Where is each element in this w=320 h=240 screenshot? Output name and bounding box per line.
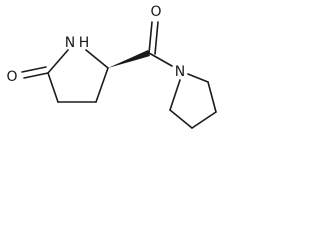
- stereo-wedge-bond: [108, 50, 150, 68]
- bond-amide-c-o-double-1: [148, 21, 153, 54]
- bond-amide-c-n: [148, 52, 173, 67]
- bond-amide-c-o-double-2: [154, 21, 159, 55]
- bond-pyrrolidine-cc-cd: [207, 81, 217, 113]
- bond-c2-o-double-2: [21, 66, 47, 73]
- bond-n1-c2: [47, 49, 69, 74]
- bond-pyrrolidine-cd-n: [187, 73, 209, 83]
- ring-oxygen-label: O: [6, 69, 17, 85]
- bond-c2-o-double-1: [23, 72, 49, 79]
- bond-pyrrolidine-n-ca: [169, 79, 181, 111]
- chemical-structure-diagram: O N H O N: [6, 4, 217, 129]
- bond-c2-c3: [47, 72, 59, 103]
- ring-nitrogen-hydrogen-label: H: [79, 35, 90, 51]
- carbonyl-oxygen-label: O: [150, 4, 161, 20]
- bond-c4-c5: [95, 67, 109, 103]
- ring-nitrogen-label: N: [65, 35, 75, 51]
- amide-nitrogen-label: N: [175, 64, 185, 80]
- bond-pyrrolidine-ca-cb: [169, 109, 193, 129]
- bond-pyrrolidine-cb-cc: [191, 111, 217, 129]
- bond-c5-n1: [85, 49, 109, 69]
